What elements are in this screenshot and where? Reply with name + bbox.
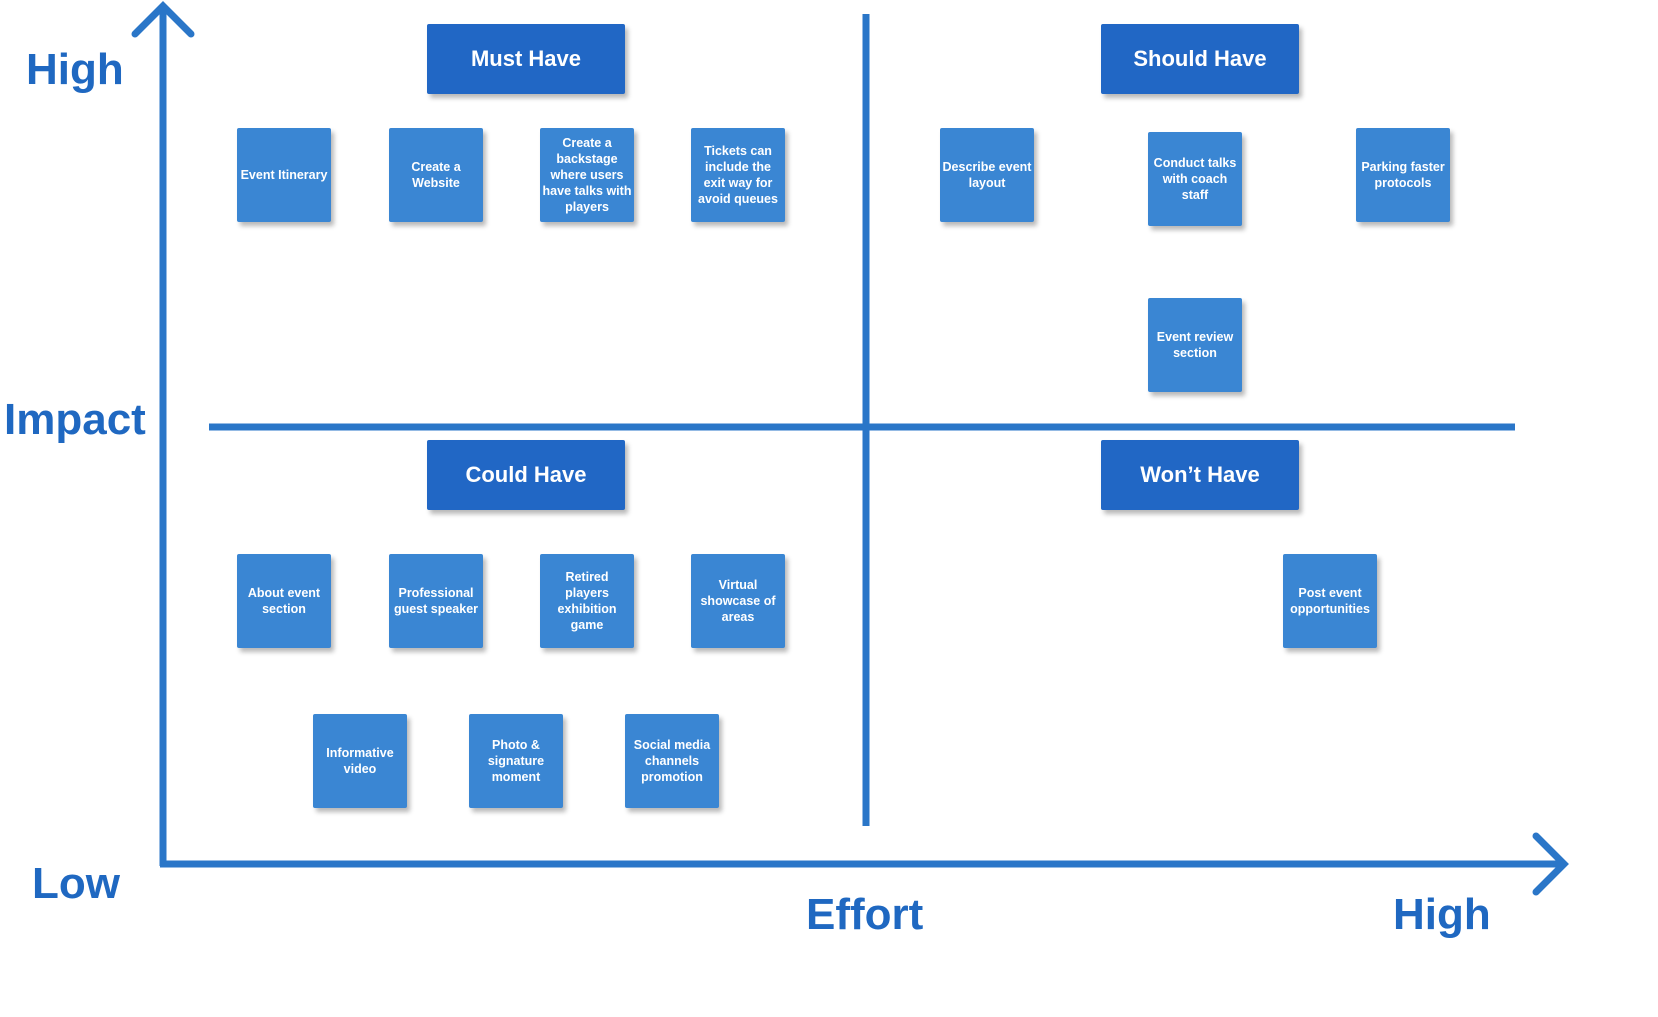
wont-have-header: Won’t Have — [1101, 440, 1299, 510]
sticky-note: Social media channels promotion — [625, 714, 719, 808]
must-have-header: Must Have — [427, 24, 625, 94]
impact-low-label: Low — [32, 859, 120, 908]
impact-high-label: High — [26, 45, 124, 94]
sticky-note: Create a Website — [389, 128, 483, 222]
sticky-note: Event Itinerary — [237, 128, 331, 222]
impact-axis-arrowhead — [131, 1, 195, 38]
sticky-note: Event review section — [1148, 298, 1242, 392]
effort-axis-arrowhead — [1532, 832, 1569, 896]
impact-axis-title: Impact — [4, 395, 146, 444]
sticky-note: Virtual showcase of areas — [691, 554, 785, 648]
sticky-note: Conduct talks with coach staff — [1148, 132, 1242, 226]
could-have-header: Could Have — [427, 440, 625, 510]
sticky-note: Photo & signature moment — [469, 714, 563, 808]
sticky-note: Professional guest speaker — [389, 554, 483, 648]
sticky-note: Parking faster protocols — [1356, 128, 1450, 222]
sticky-note: Tickets can include the exit way for avo… — [691, 128, 785, 222]
effort-high-label: High — [1393, 890, 1491, 939]
sticky-note: Informative video — [313, 714, 407, 808]
effort-axis-title: Effort — [806, 890, 924, 939]
sticky-note: Post event opportunities — [1283, 554, 1377, 648]
sticky-note: Retired players exhibition game — [540, 554, 634, 648]
sticky-note: About event section — [237, 554, 331, 648]
should-have-header: Should Have — [1101, 24, 1299, 94]
sticky-note: Describe event layout — [940, 128, 1034, 222]
sticky-note: Create a backstage where users have talk… — [540, 128, 634, 222]
